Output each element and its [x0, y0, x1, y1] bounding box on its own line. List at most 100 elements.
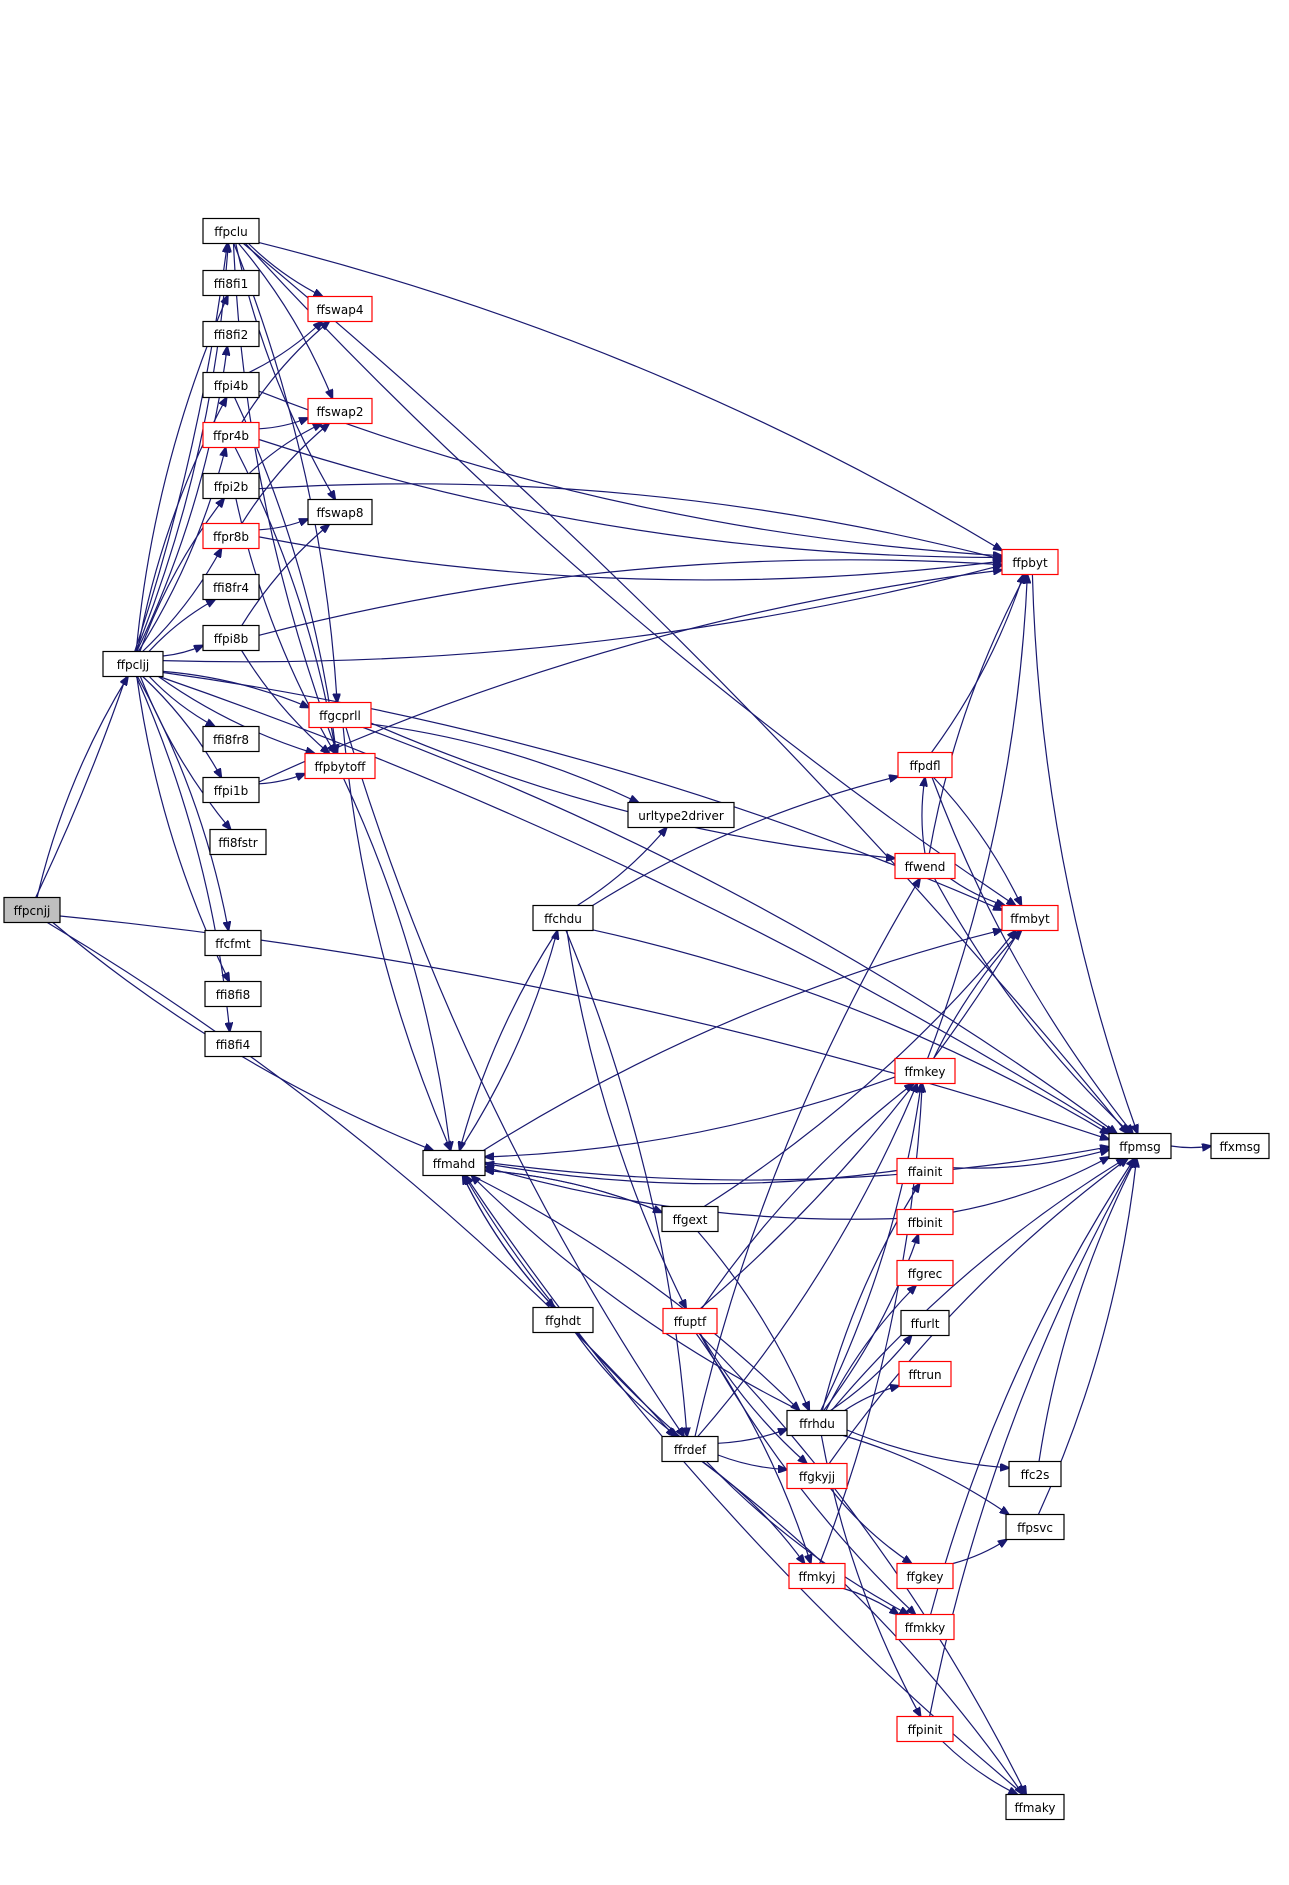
node-box-ffi8fi1[interactable] [202, 269, 260, 297]
node-box-ffpr4b[interactable] [202, 421, 260, 449]
node-ffi8fi1[interactable]: ffi8fi1 [202, 269, 260, 297]
node-ffuptf[interactable]: ffuptf [662, 1307, 718, 1335]
node-ffpi8b[interactable]: ffpi8b [202, 624, 260, 652]
node-box-ffswap4[interactable] [307, 295, 373, 323]
node-box-ffi8fi2[interactable] [202, 320, 260, 348]
node-ffi8fstr[interactable]: ffi8fstr [209, 828, 267, 856]
node-box-ffmkky[interactable] [895, 1613, 955, 1641]
node-box-ffpcljj[interactable] [102, 650, 164, 678]
node-ffpi2b[interactable]: ffpi2b [202, 472, 260, 500]
node-ffi8fi8[interactable]: ffi8fi8 [204, 980, 262, 1008]
node-ffpbyt[interactable]: ffpbyt [1001, 548, 1059, 576]
node-ffpr8b[interactable]: ffpr8b [202, 522, 260, 550]
node-urltype2driver[interactable]: urltype2driver [627, 801, 735, 829]
node-ffpclu[interactable]: ffpclu [202, 217, 260, 245]
node-box-ffpbytoff[interactable] [304, 752, 376, 780]
node-box-ffpdfl[interactable] [897, 751, 953, 779]
node-box-ffmaky[interactable] [1005, 1793, 1065, 1821]
node-ffi8fi2[interactable]: ffi8fi2 [202, 320, 260, 348]
node-ffpinit[interactable]: ffpinit [896, 1715, 954, 1743]
node-ffxmsg[interactable]: ffxmsg [1210, 1132, 1270, 1160]
node-box-ffpi4b[interactable] [202, 371, 260, 399]
node-box-ffpi1b[interactable] [202, 776, 260, 804]
node-box-ffpcnjj[interactable] [3, 896, 61, 924]
node-ffbinit[interactable]: ffbinit [896, 1208, 954, 1236]
node-box-ffi8fr4[interactable] [202, 573, 260, 601]
node-box-ffi8fi4[interactable] [204, 1030, 262, 1058]
node-ffmkky[interactable]: ffmkky [895, 1613, 955, 1641]
node-box-ffpbyt[interactable] [1001, 548, 1059, 576]
node-ffgkyjj[interactable]: ffgkyjj [786, 1462, 848, 1490]
node-box-ffswap2[interactable] [307, 397, 373, 425]
node-ffainit[interactable]: ffainit [896, 1157, 954, 1185]
node-ffghdt[interactable]: ffghdt [532, 1306, 594, 1334]
node-box-ffpi2b[interactable] [202, 472, 260, 500]
node-box-ffurlt[interactable] [900, 1309, 950, 1337]
node-ffchdu[interactable]: ffchdu [532, 904, 594, 932]
node-box-ffgkyjj[interactable] [786, 1462, 848, 1490]
node-box-ffpmsg[interactable] [1108, 1132, 1172, 1160]
node-box-ffgcprll[interactable] [308, 701, 372, 729]
node-box-ffgext[interactable] [661, 1205, 719, 1233]
node-ffpcljj[interactable]: ffpcljj [102, 650, 164, 678]
node-ffc2s[interactable]: ffc2s [1008, 1460, 1062, 1488]
node-box-ffmahd[interactable] [422, 1149, 486, 1177]
node-ffwend[interactable]: ffwend [894, 852, 956, 880]
node-box-ffswap8[interactable] [307, 498, 373, 526]
node-ffmkey[interactable]: ffmkey [894, 1057, 956, 1085]
node-ffrdef[interactable]: ffrdef [661, 1435, 719, 1463]
node-box-urltype2driver[interactable] [627, 801, 735, 829]
node-ffpsvc[interactable]: ffpsvc [1005, 1513, 1065, 1541]
node-ffi8fr8[interactable]: ffi8fr8 [202, 725, 260, 753]
node-ffpr4b[interactable]: ffpr4b [202, 421, 260, 449]
node-box-ffpclu[interactable] [202, 217, 260, 245]
node-box-ffcfmt[interactable] [204, 929, 262, 957]
node-box-ffxmsg[interactable] [1210, 1132, 1270, 1160]
node-ffpcnjj[interactable]: ffpcnjj [3, 896, 61, 924]
node-ffurlt[interactable]: ffurlt [900, 1309, 950, 1337]
node-ffpdfl[interactable]: ffpdfl [897, 751, 953, 779]
node-box-ffrdef[interactable] [661, 1435, 719, 1463]
node-ffswap2[interactable]: ffswap2 [307, 397, 373, 425]
node-box-ffmkey[interactable] [894, 1057, 956, 1085]
node-box-ffgrec[interactable] [896, 1259, 954, 1287]
node-ffmaky[interactable]: ffmaky [1005, 1793, 1065, 1821]
node-ffgcprll[interactable]: ffgcprll [308, 701, 372, 729]
node-box-ffbinit[interactable] [896, 1208, 954, 1236]
node-box-ffgkey[interactable] [896, 1562, 954, 1590]
node-ffmbyt[interactable]: ffmbyt [1001, 904, 1059, 932]
node-box-ffpr8b[interactable] [202, 522, 260, 550]
node-ffswap4[interactable]: ffswap4 [307, 295, 373, 323]
node-box-ffghdt[interactable] [532, 1306, 594, 1334]
node-box-ffainit[interactable] [896, 1157, 954, 1185]
node-box-ffmkyj[interactable] [788, 1562, 846, 1590]
node-fftrun[interactable]: fftrun [898, 1360, 952, 1388]
node-box-ffi8fstr[interactable] [209, 828, 267, 856]
node-ffi8fi4[interactable]: ffi8fi4 [204, 1030, 262, 1058]
node-box-ffc2s[interactable] [1008, 1460, 1062, 1488]
node-box-ffi8fr8[interactable] [202, 725, 260, 753]
node-box-ffchdu[interactable] [532, 904, 594, 932]
node-ffpi1b[interactable]: ffpi1b [202, 776, 260, 804]
node-box-ffrhdu[interactable] [786, 1409, 848, 1437]
node-ffgext[interactable]: ffgext [661, 1205, 719, 1233]
node-box-ffpsvc[interactable] [1005, 1513, 1065, 1541]
node-ffi8fr4[interactable]: ffi8fr4 [202, 573, 260, 601]
node-box-ffwend[interactable] [894, 852, 956, 880]
node-box-ffpi8b[interactable] [202, 624, 260, 652]
node-ffpi4b[interactable]: ffpi4b [202, 371, 260, 399]
node-ffgkey[interactable]: ffgkey [896, 1562, 954, 1590]
node-ffcfmt[interactable]: ffcfmt [204, 929, 262, 957]
node-box-ffuptf[interactable] [662, 1307, 718, 1335]
node-ffmahd[interactable]: ffmahd [422, 1149, 486, 1177]
node-ffpbytoff[interactable]: ffpbytoff [304, 752, 376, 780]
node-box-fftrun[interactable] [898, 1360, 952, 1388]
node-ffswap8[interactable]: ffswap8 [307, 498, 373, 526]
node-box-ffpinit[interactable] [896, 1715, 954, 1743]
node-ffpmsg[interactable]: ffpmsg [1108, 1132, 1172, 1160]
node-ffgrec[interactable]: ffgrec [896, 1259, 954, 1287]
node-ffrhdu[interactable]: ffrhdu [786, 1409, 848, 1437]
node-box-ffmbyt[interactable] [1001, 904, 1059, 932]
node-ffmkyj[interactable]: ffmkyj [788, 1562, 846, 1590]
node-box-ffi8fi8[interactable] [204, 980, 262, 1008]
